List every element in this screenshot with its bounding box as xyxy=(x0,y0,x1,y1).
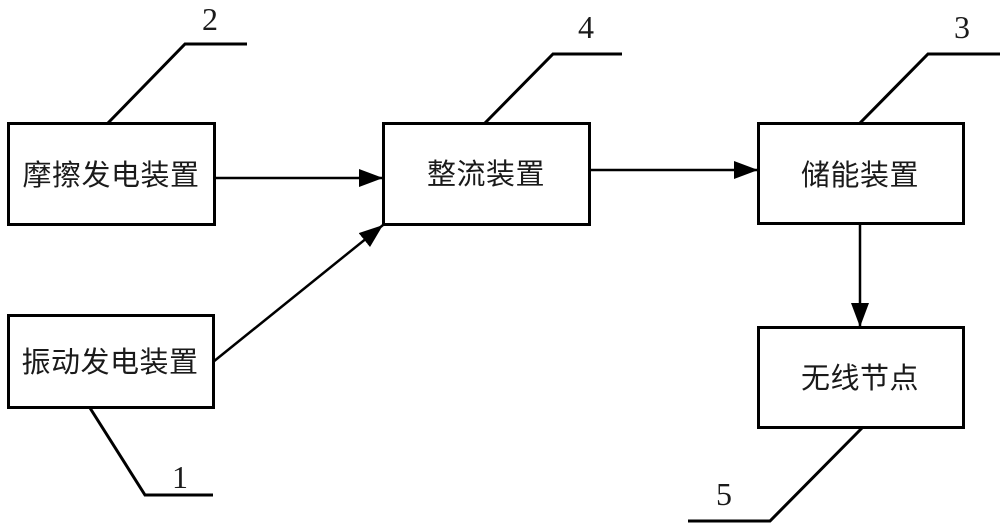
box-label-energy-storage: 储能装置 xyxy=(801,159,919,192)
box-label-triboelectric-generator: 摩擦发电装置 xyxy=(22,159,199,192)
box-label-rectifier: 整流装置 xyxy=(427,158,545,191)
leader-line-ref-2 xyxy=(106,42,247,125)
box-label-vibration-generator: 振动发电装置 xyxy=(21,346,198,379)
leader-line-ref-4 xyxy=(483,52,622,125)
leader-line-ref-1 xyxy=(88,407,213,497)
ref-label-1: 1 xyxy=(172,459,188,495)
ref-label-5: 5 xyxy=(716,476,732,512)
arrow-vibration-to-rectifier xyxy=(212,224,384,363)
ref-label-2: 2 xyxy=(202,1,218,37)
box-energy-storage xyxy=(757,122,965,225)
box-label-wireless-node: 无线节点 xyxy=(801,362,919,395)
box-vibration-generator xyxy=(7,314,215,409)
box-triboelectric-generator xyxy=(7,122,216,226)
ref-label-4: 4 xyxy=(578,9,594,45)
leader-line-ref-5 xyxy=(688,426,864,523)
ref-label-3: 3 xyxy=(954,9,970,45)
leader-line-ref-3 xyxy=(858,52,1000,125)
